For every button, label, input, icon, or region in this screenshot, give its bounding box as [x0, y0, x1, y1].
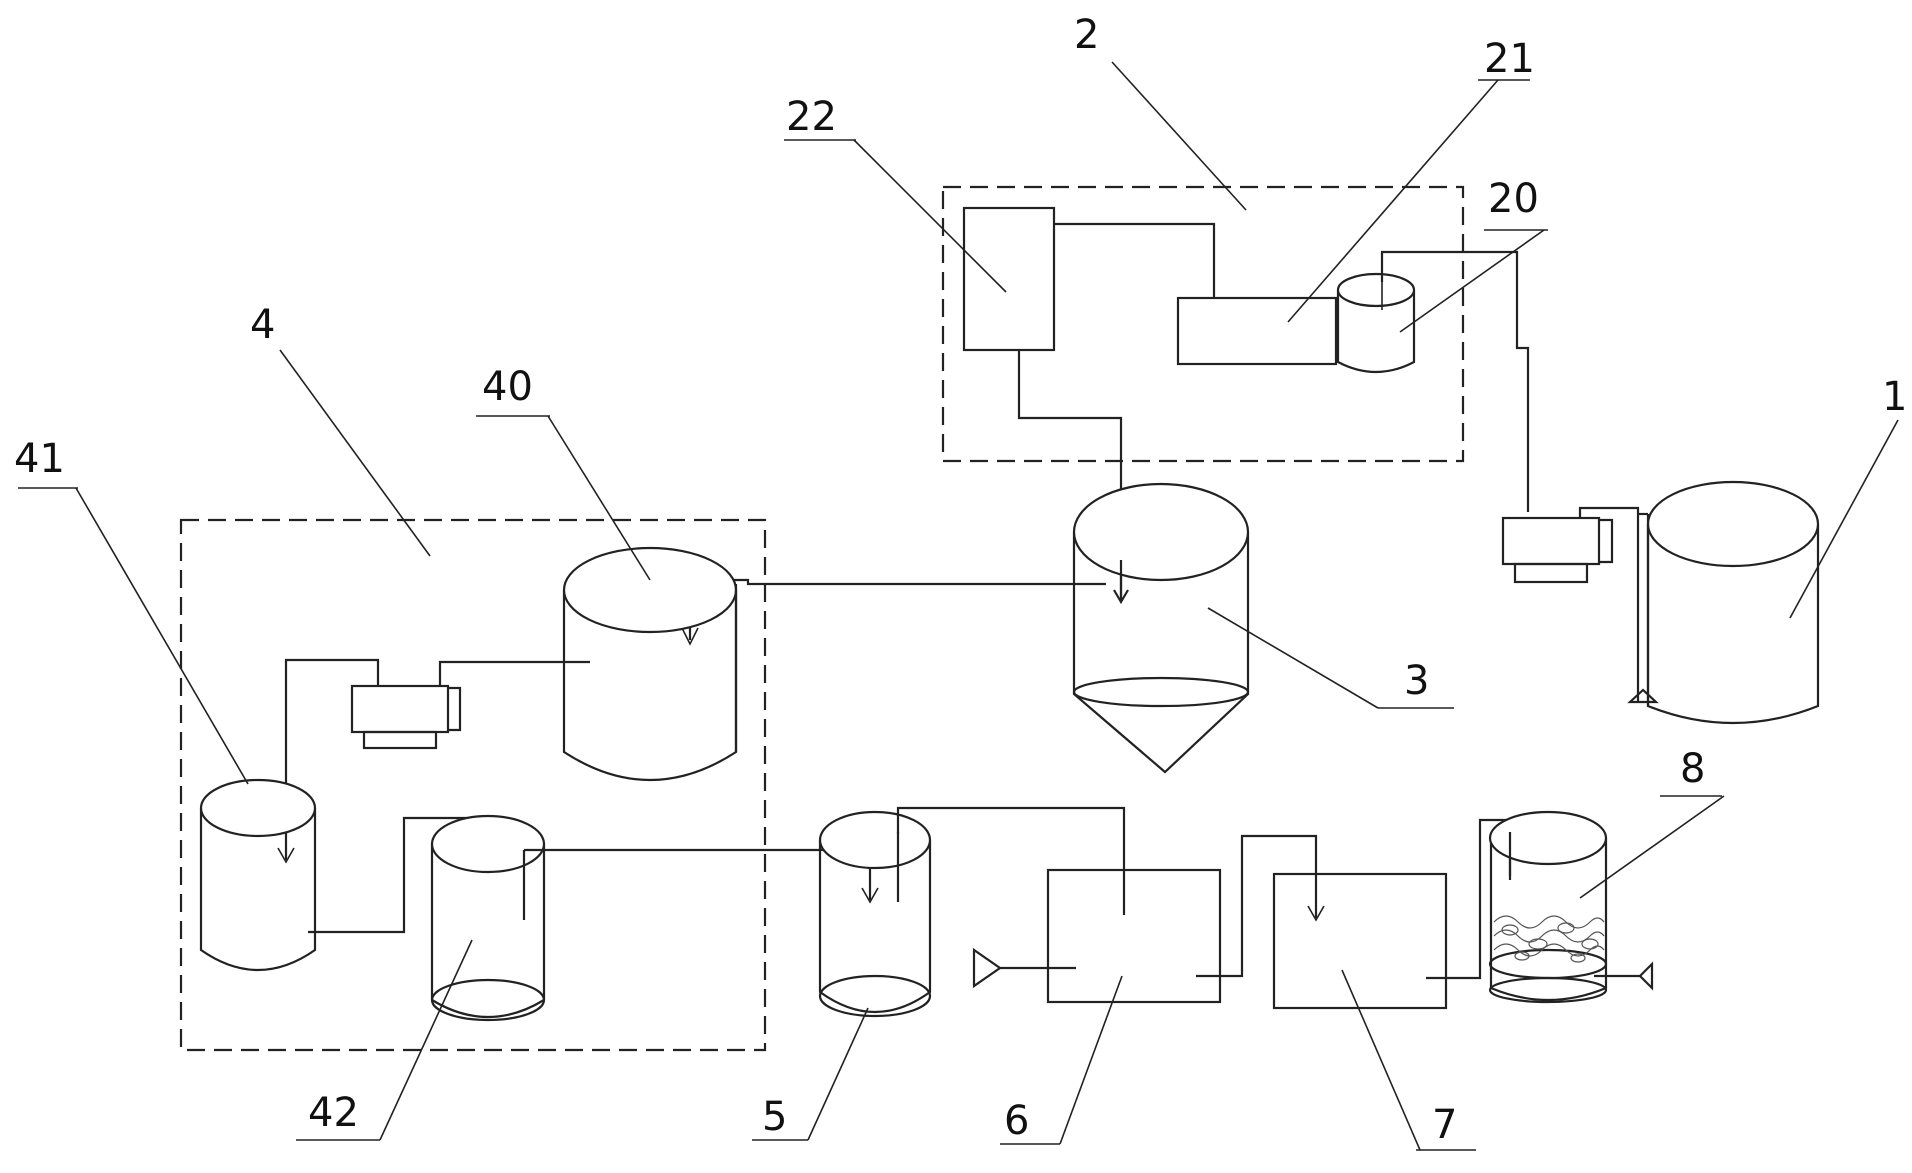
label-3: 3	[1404, 658, 1429, 704]
pipe-22-to-21	[1054, 222, 1216, 298]
pipe-3-to-40	[688, 578, 1106, 640]
label-8: 8	[1680, 746, 1705, 792]
tank-1	[1627, 480, 1820, 725]
label-22: 22	[786, 94, 837, 140]
tank-3	[1072, 482, 1250, 774]
nozzle-6-icon	[972, 947, 1076, 989]
leader-42	[379, 939, 473, 1141]
module-4-boundary	[179, 518, 767, 1052]
label-40: 40	[482, 364, 533, 410]
label-5: 5	[762, 1094, 787, 1140]
pipe-5-to-6	[896, 806, 1126, 915]
leader-40	[547, 415, 651, 581]
unit-6-box	[1046, 868, 1222, 1004]
pipe-pump-to-41	[284, 658, 380, 860]
label-41: 41	[14, 436, 65, 482]
leader-20	[1399, 229, 1545, 333]
diffuser-icon	[1627, 688, 1659, 704]
leader-7	[1341, 969, 1421, 1151]
outlet-8-icon	[1594, 961, 1654, 991]
leader-2	[1111, 61, 1247, 211]
label-42: 42	[308, 1090, 359, 1136]
label-1: 1	[1882, 374, 1907, 420]
leader-41	[75, 487, 249, 785]
filter-media-icon	[1493, 915, 1605, 963]
arrow-into-7	[1307, 905, 1325, 922]
label-6: 6	[1004, 1098, 1029, 1144]
arrow-into-5	[861, 887, 879, 904]
pipe-20-to-pump	[1380, 250, 1530, 512]
module-2-boundary	[941, 185, 1465, 463]
label-2: 2	[1074, 12, 1099, 58]
pipe-6-to-7	[1196, 834, 1318, 978]
leader-8	[1579, 795, 1725, 899]
leader-4	[279, 349, 431, 557]
arrow-into-40	[681, 627, 699, 646]
label-4: 4	[250, 302, 275, 348]
unit-21-box	[1176, 296, 1338, 366]
leader-3	[1207, 607, 1379, 709]
pipe-40-to-pump	[438, 660, 590, 686]
tank-40	[562, 546, 738, 782]
unit-20-cylinder	[1336, 272, 1416, 374]
pump-4-icon	[350, 684, 462, 750]
pump-1-icon	[1501, 516, 1614, 584]
tank-42	[430, 814, 546, 1022]
label-7: 7	[1432, 1102, 1457, 1148]
label-20: 20	[1488, 176, 1539, 222]
unit-22-box	[962, 206, 1056, 352]
leader-1	[1789, 419, 1899, 619]
pipe-42-to-5	[524, 848, 872, 900]
tank-8	[1488, 810, 1608, 1004]
unit-7-box	[1272, 872, 1448, 1010]
leader-6	[1059, 975, 1123, 1145]
label-21: 21	[1484, 36, 1535, 82]
pipe-pump-to-tank-1	[1578, 506, 1640, 702]
leader-5	[807, 1007, 869, 1141]
tank-5	[818, 810, 932, 1018]
arrow-into-41	[277, 847, 295, 864]
leader-22	[853, 139, 1007, 293]
leader-21	[1287, 79, 1499, 323]
tank-41	[199, 778, 317, 972]
